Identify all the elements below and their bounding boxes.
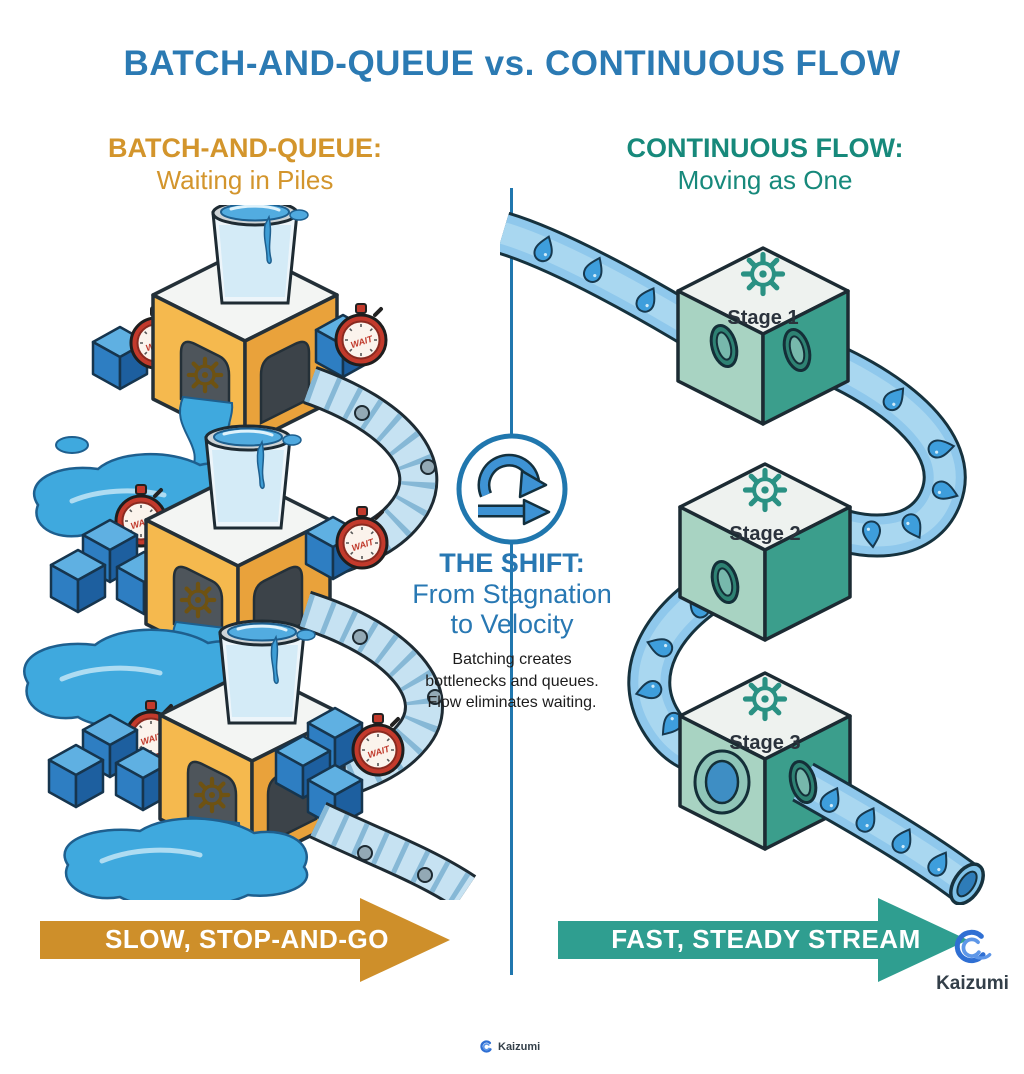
footer-logo: Kaizumi	[480, 1040, 540, 1054]
center-divider-line	[510, 188, 513, 975]
stage-2-label: Stage 2	[729, 523, 800, 545]
shift-body-line3: Flow eliminates waiting.	[427, 694, 597, 712]
pipe-open-end	[949, 862, 985, 905]
kaizumi-wave-icon	[480, 1040, 492, 1053]
slow-arrow-label: SLOW, STOP-AND-GO	[105, 924, 389, 954]
left-heading-line2: Waiting in Piles	[156, 164, 334, 195]
footer-brand-name: Kaizumi	[498, 1041, 541, 1053]
puddle-shape	[63, 817, 309, 900]
left-panel-heading: BATCH-AND-QUEUE: Waiting in Piles	[45, 132, 445, 197]
stopwatch-icon	[334, 302, 388, 367]
shift-heading: THE SHIFT:	[439, 548, 585, 578]
right-illustration: Stage 1 Stage 2 Stage 3	[500, 211, 985, 905]
fast-arrow	[558, 898, 968, 982]
stopwatch-icon	[335, 505, 389, 570]
stage-box-2: Stage 2	[680, 464, 850, 640]
slow-arrow	[40, 898, 450, 982]
right-panel-heading: CONTINUOUS FLOW: Moving as One	[565, 132, 965, 197]
shift-arrows-icon	[456, 433, 568, 545]
fast-arrow-label: FAST, STEADY STREAM	[611, 924, 921, 954]
pipe-port-icon	[704, 759, 740, 805]
batch-cube-icon	[47, 743, 105, 809]
left-heading-line1: BATCH-AND-QUEUE:	[108, 133, 382, 163]
shift-subheading-line1: From Stagnation	[412, 578, 612, 609]
pipe	[789, 329, 967, 558]
pipe	[784, 757, 985, 905]
stage-box-1: Stage 1	[678, 248, 848, 424]
right-heading-line2: Moving as One	[677, 164, 853, 195]
right-heading-line1: CONTINUOUS FLOW:	[626, 133, 904, 163]
page-title: BATCH-AND-QUEUE vs. CONTINUOUS FLOW	[123, 44, 901, 83]
conveyor-belt	[309, 801, 477, 900]
stage-1-label: Stage 1	[727, 307, 798, 329]
batch-cube-icon	[49, 548, 107, 614]
left-illustration: WAIT	[23, 205, 477, 900]
stage-3-label: Stage 3	[729, 732, 800, 754]
stage-box-3: Stage 3	[680, 673, 850, 849]
kaizumi-wave-icon	[954, 929, 991, 964]
shift-body-line2: bottlenecks and queues.	[425, 672, 599, 690]
shift-subheading-line2: to Velocity	[450, 608, 574, 639]
shift-body: Batching creates bottlenecks and queues.…	[382, 649, 642, 714]
brand-logo: Kaizumi	[925, 928, 1020, 995]
brand-name: Kaizumi	[936, 973, 1009, 994]
shift-body-line1: Batching creates	[452, 651, 572, 669]
center-text-block: THE SHIFT: From Stagnation to Velocity B…	[382, 548, 642, 714]
